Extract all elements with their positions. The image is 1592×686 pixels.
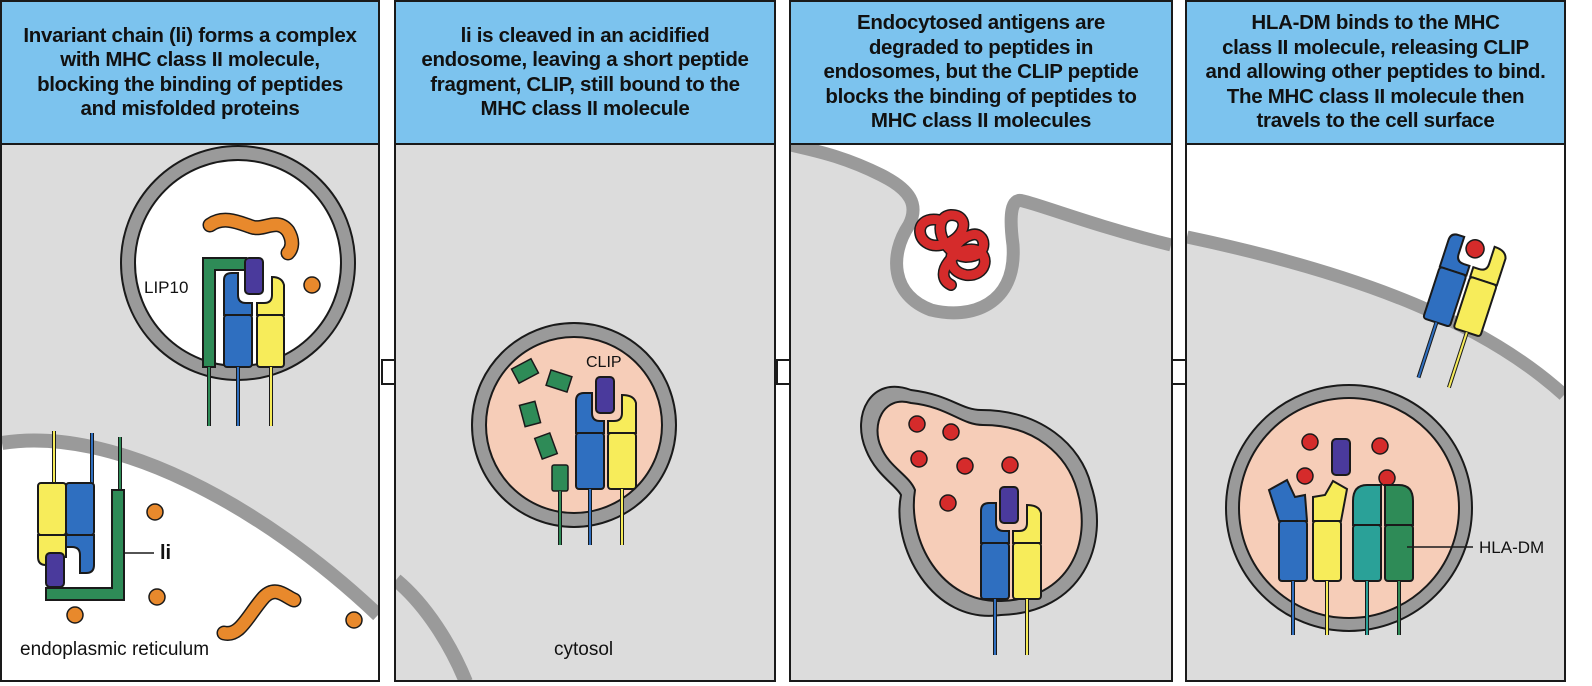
caption-line: travels to the cell surface	[1256, 109, 1495, 133]
caption-line: MHC class II molecules	[870, 109, 1092, 133]
peptide-dot	[1001, 456, 1019, 474]
caption-line: degraded to peptides in	[868, 35, 1094, 59]
peptide-dot	[939, 494, 957, 512]
li-label: li	[160, 542, 171, 564]
mhc-beta-chain	[256, 275, 285, 316]
antigen-peptides	[908, 415, 1019, 512]
surface-mhc-peptide	[1416, 233, 1507, 389]
caption-line: endosomes, but the CLIP peptide	[823, 60, 1139, 84]
li-fragment	[510, 357, 540, 385]
li-fragment	[545, 369, 573, 393]
caption-line: and misfolded proteins	[80, 97, 300, 120]
caption-line: Endocytosed antigens are	[857, 11, 1105, 35]
antigen-peptides	[1296, 433, 1396, 487]
mhc-alpha-chain	[575, 392, 605, 434]
er-membrane	[2, 433, 378, 621]
extracellular-space	[1187, 145, 1564, 395]
er-mhc-beta	[37, 482, 67, 536]
er-mhc-alpha	[65, 482, 95, 536]
mhc-beta-chain	[1012, 503, 1042, 544]
extracellular-space	[791, 145, 1171, 313]
hla-dm-molecule	[1352, 484, 1414, 635]
released-clip	[1331, 438, 1351, 476]
peptide-dot	[345, 611, 363, 629]
clip-fragment	[999, 486, 1019, 524]
panel-2-scene: CLIP cytosol	[396, 322, 677, 680]
caption-line: blocks the binding of peptides to	[825, 84, 1137, 108]
panel-1: Invariant chain (li) forms a complex wit…	[0, 0, 380, 682]
caption-line: li is cleaved in an acidified	[460, 23, 710, 47]
panel-2-caption: li is cleaved in an acidified endosome, …	[396, 2, 774, 145]
panel-3-scene	[791, 145, 1171, 655]
antigen-protein	[914, 208, 991, 291]
peptide-dot	[146, 503, 164, 521]
caption-line: blocking the binding of peptides	[37, 72, 343, 96]
peptide-dot	[1296, 467, 1314, 485]
li-fragment	[518, 400, 542, 428]
peptide-dot	[956, 457, 974, 475]
caption-line: fragment, CLIP, still bound to the	[430, 72, 740, 96]
panel-1-caption: Invariant chain (li) forms a complex wit…	[2, 2, 378, 145]
caption-line: The MHC class II molecule then	[1226, 84, 1525, 108]
peptide-dot	[910, 450, 928, 468]
peptide-dot	[1465, 239, 1485, 259]
caption-line: Invariant chain (li) forms a complex	[23, 23, 357, 47]
peptide-dot	[1378, 469, 1396, 487]
endosome-lumen	[1238, 397, 1460, 619]
caption-line: HLA-DM binds to the MHC	[1251, 11, 1500, 35]
peptide-dot	[148, 588, 166, 606]
hla-dm-label: HLA-DM	[1479, 538, 1544, 557]
panel-3: Endocytosed antigens are degraded to pep…	[789, 0, 1173, 682]
clip-label: CLIP	[586, 354, 622, 371]
li-fragment	[551, 464, 569, 492]
plasma-membrane	[791, 145, 1171, 320]
peptide-dot	[942, 423, 960, 441]
cytosol-label: cytosol	[554, 639, 613, 660]
peptide-dot	[303, 276, 321, 294]
caption-line: MHC class II molecule	[480, 97, 690, 120]
mhc-beta-chain	[607, 393, 637, 434]
er-lumen	[2, 440, 378, 680]
li-fragment	[533, 431, 559, 461]
er-clip	[45, 552, 65, 588]
caption-line: with MHC class II molecule,	[60, 48, 320, 71]
peptide-dot	[66, 606, 84, 624]
lip10-label: LIP10	[144, 278, 188, 297]
er-invariant-chain	[45, 489, 125, 601]
er-label: endoplasmic reticulum	[20, 639, 209, 660]
peptide-dot	[908, 415, 926, 433]
plasma-membrane	[1187, 230, 1564, 400]
panel-4: HLA-DM binds to the MHC class II molecul…	[1185, 0, 1566, 682]
mhc-alpha-chain	[223, 272, 253, 316]
peptide-dot	[1371, 437, 1389, 455]
panel-2: li is cleaved in an acidified endosome, …	[394, 0, 776, 682]
clip-fragment	[244, 257, 264, 295]
mhc-alpha-chain	[980, 502, 1010, 544]
caption-line: endosome, leaving a short peptide	[421, 48, 749, 71]
peptide-dot	[1301, 433, 1319, 451]
panel-1-scene: LIP10 li endoplasmic reticulum	[2, 145, 378, 680]
panel-4-scene: HLA-DM	[1187, 145, 1564, 635]
clip-fragment	[595, 376, 615, 414]
er-membrane	[396, 574, 473, 680]
caption-line: class II molecule, releasing CLIP	[1222, 35, 1529, 59]
panel-4-caption: HLA-DM binds to the MHC class II molecul…	[1187, 2, 1564, 145]
panel-3-caption: Endocytosed antigens are degraded to pep…	[791, 2, 1171, 145]
caption-line: and allowing other peptides to bind.	[1205, 60, 1546, 84]
